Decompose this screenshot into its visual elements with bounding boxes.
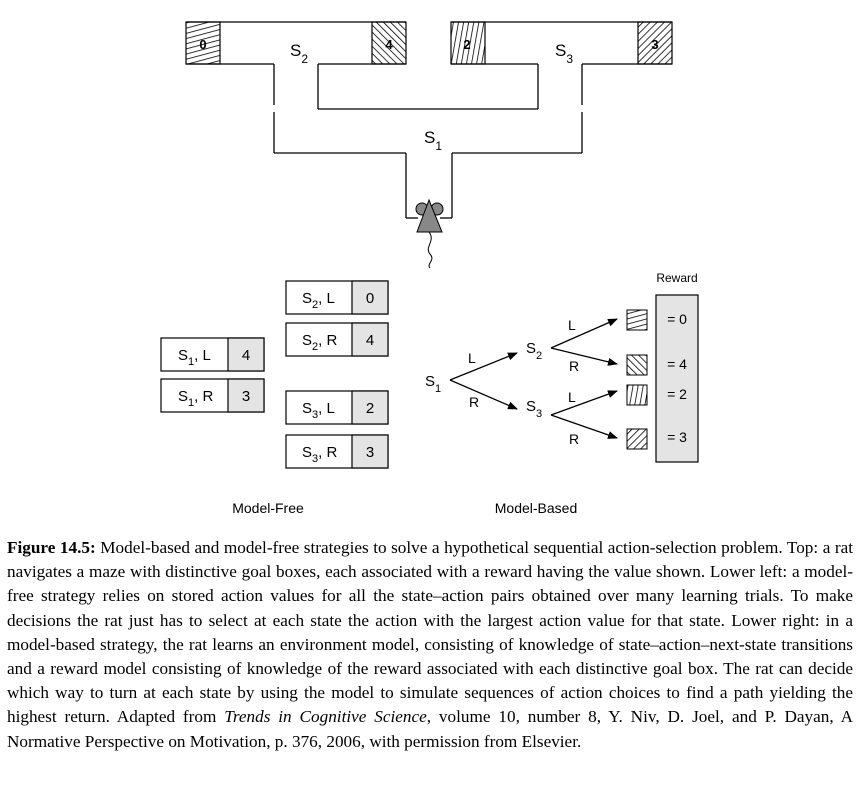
mb-state-s2: S2 xyxy=(526,340,542,362)
q-row-s3-r: S3, R 3 xyxy=(285,434,389,469)
edge-label-l: L xyxy=(568,317,576,333)
goal-icon-2 xyxy=(626,384,648,406)
arrow-s3-l xyxy=(550,390,618,416)
q-row-s2-l: S2, L 0 xyxy=(285,280,389,315)
edge-label-r: R xyxy=(569,358,579,374)
reward-value: = 2 xyxy=(667,386,687,402)
svg-text:S1, R: S1, R xyxy=(178,388,213,409)
edge-label-r: R xyxy=(569,431,579,447)
figure-caption: Figure 14.5: Model-based and model-free … xyxy=(7,536,853,754)
caption-text-1: Model-based and model-free strategies to… xyxy=(7,538,853,727)
arrow-s1-s3 xyxy=(449,379,518,410)
svg-text:4: 4 xyxy=(385,37,393,52)
svg-text:S2, L: S2, L xyxy=(302,290,335,311)
maze-state-s2: S2 xyxy=(290,41,308,66)
svg-text:2: 2 xyxy=(463,37,470,52)
model-based-tree: S1 S2 S3 L R L R L R Reward = 0 = 4 = 2 … xyxy=(425,271,699,516)
q-row-s2-r: S2, R 4 xyxy=(285,322,389,357)
edge-label-r: R xyxy=(469,394,479,410)
svg-text:4: 4 xyxy=(366,332,374,349)
arrow-s2-l xyxy=(550,318,618,349)
goal-icon-4 xyxy=(626,354,648,376)
svg-text:S3, R: S3, R xyxy=(302,444,337,465)
svg-text:3: 3 xyxy=(242,388,250,405)
q-row-s1-r: S1, R 3 xyxy=(160,378,265,413)
svg-text:S1, L: S1, L xyxy=(178,347,211,368)
svg-text:3: 3 xyxy=(366,444,374,461)
mb-state-s3: S3 xyxy=(526,398,542,420)
svg-text:3: 3 xyxy=(651,37,658,52)
rat-icon xyxy=(415,198,444,269)
svg-text:S3, L: S3, L xyxy=(302,400,335,421)
edge-label-l: L xyxy=(468,350,476,366)
svg-text:2: 2 xyxy=(366,400,374,417)
figure-diagram: 0 4 2 3 S2 S3 S1 S1, L xyxy=(160,21,699,516)
arrow-s1-s2 xyxy=(449,352,518,381)
arrow-s3-r xyxy=(550,414,618,439)
arrow-s2-r xyxy=(550,347,618,366)
model-free-label: Model-Free xyxy=(232,500,304,516)
q-row-s3-l: S3, L 2 xyxy=(285,390,389,425)
goal-box-4: 4 xyxy=(371,21,407,65)
goal-box-2: 2 xyxy=(450,21,486,65)
maze-state-s3: S3 xyxy=(555,41,573,66)
goal-box-0: 0 xyxy=(185,21,221,65)
svg-text:0: 0 xyxy=(199,37,206,52)
mb-state-s1: S1 xyxy=(425,373,441,395)
svg-text:0: 0 xyxy=(366,290,374,307)
svg-text:S2, R: S2, R xyxy=(302,332,337,353)
maze: 0 4 2 3 S2 S3 S1 xyxy=(185,21,673,269)
q-row-s1-l: S1, L 4 xyxy=(160,337,265,372)
maze-state-s1: S1 xyxy=(424,128,442,153)
reward-value: = 0 xyxy=(667,311,687,327)
goal-icon-3 xyxy=(626,428,648,450)
model-based-label: Model-Based xyxy=(495,500,578,516)
edge-label-l: L xyxy=(568,389,576,405)
svg-text:4: 4 xyxy=(242,347,250,364)
journal-title: Trends in Cognitive Science xyxy=(224,707,427,727)
reward-value: = 3 xyxy=(667,429,687,445)
goal-icon-0 xyxy=(626,309,648,331)
reward-value: = 4 xyxy=(667,356,687,372)
caption-text-2: , volume 10, number 8, Y. Niv, D. Joel, … xyxy=(7,707,854,751)
goal-box-3: 3 xyxy=(637,21,673,65)
model-free-table: S1, L 4 S1, R 3 S2, L 0 S2, R 4 S3, L 2 xyxy=(160,280,389,516)
reward-title: Reward xyxy=(656,271,697,285)
reward-column xyxy=(655,294,699,463)
figure-number: Figure 14.5: xyxy=(7,538,96,557)
